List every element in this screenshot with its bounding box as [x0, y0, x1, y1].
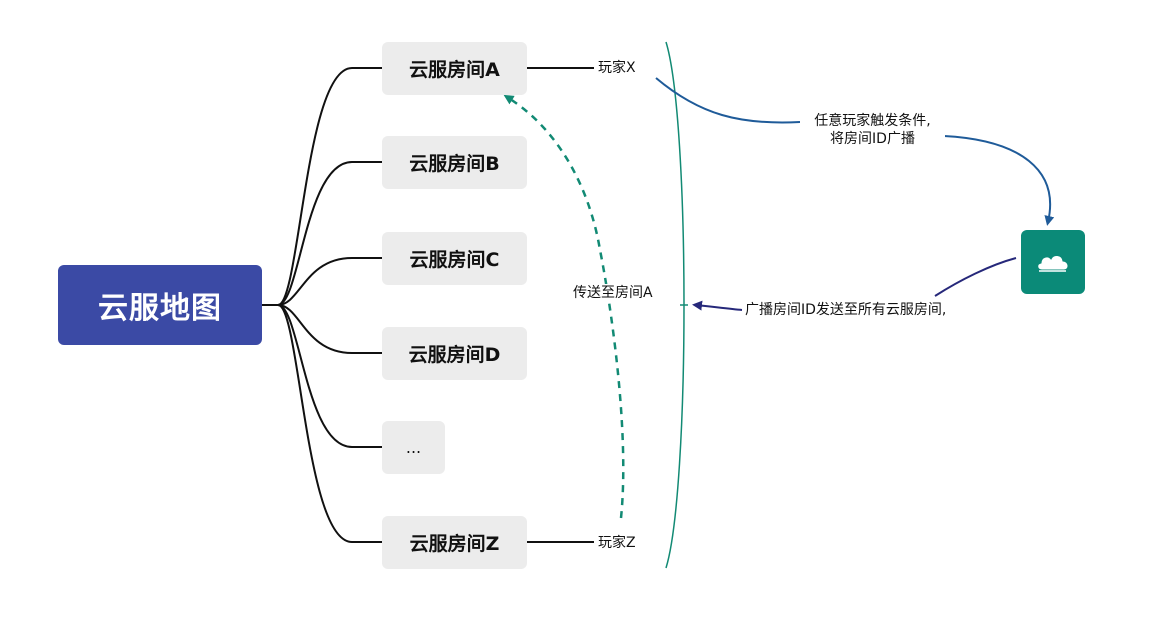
- room-c-label: 云服房间C: [409, 249, 500, 271]
- root-label: 云服地图: [98, 291, 222, 326]
- branch-room-b: [277, 161, 382, 306]
- broadcast-arrow-head: [692, 300, 743, 311]
- trigger-label: 任意玩家触发条件, 将房间ID广播: [800, 112, 945, 148]
- branch-room-d: [277, 304, 382, 354]
- branch-room-c: [277, 257, 382, 306]
- broadcast-label: 广播房间ID发送至所有云服房间,: [745, 301, 947, 319]
- room-a-label: 云服房间A: [409, 59, 500, 81]
- trigger-label-line1: 任意玩家触发条件,: [814, 113, 931, 129]
- branch-room-ellipsis: [277, 304, 382, 448]
- room-b-label: 云服房间B: [409, 153, 500, 175]
- trigger-label-line2: 将房间ID广播: [830, 131, 915, 147]
- teleport-label: 传送至房间A: [573, 284, 653, 302]
- room-d-node[interactable]: 云服房间D: [382, 327, 527, 380]
- room-d-label: 云服房间D: [408, 344, 501, 366]
- branch-room-z: [277, 304, 382, 543]
- trigger-arrow: [655, 77, 801, 124]
- teleport-arrow: [503, 94, 625, 519]
- branch-room-a: [262, 67, 382, 306]
- root-node[interactable]: 云服地图: [58, 265, 262, 345]
- room-b-node[interactable]: 云服房间B: [382, 136, 527, 189]
- room-z-label: 云服房间Z: [409, 533, 500, 555]
- cloud-icon: [1037, 255, 1069, 272]
- room-c-node[interactable]: 云服房间C: [382, 232, 527, 285]
- room-ellipsis-label: ...: [405, 438, 422, 457]
- player-z-label: 玩家Z: [598, 535, 636, 551]
- player-x-label: 玩家X: [598, 60, 636, 76]
- cloud-server-node[interactable]: [1021, 230, 1085, 294]
- room-a-node[interactable]: 云服房间A: [382, 42, 527, 95]
- broadcast-arrow-tail: [934, 257, 1017, 297]
- room-ellipsis-node[interactable]: ...: [382, 421, 445, 474]
- room-z-node[interactable]: 云服房间Z: [382, 516, 527, 569]
